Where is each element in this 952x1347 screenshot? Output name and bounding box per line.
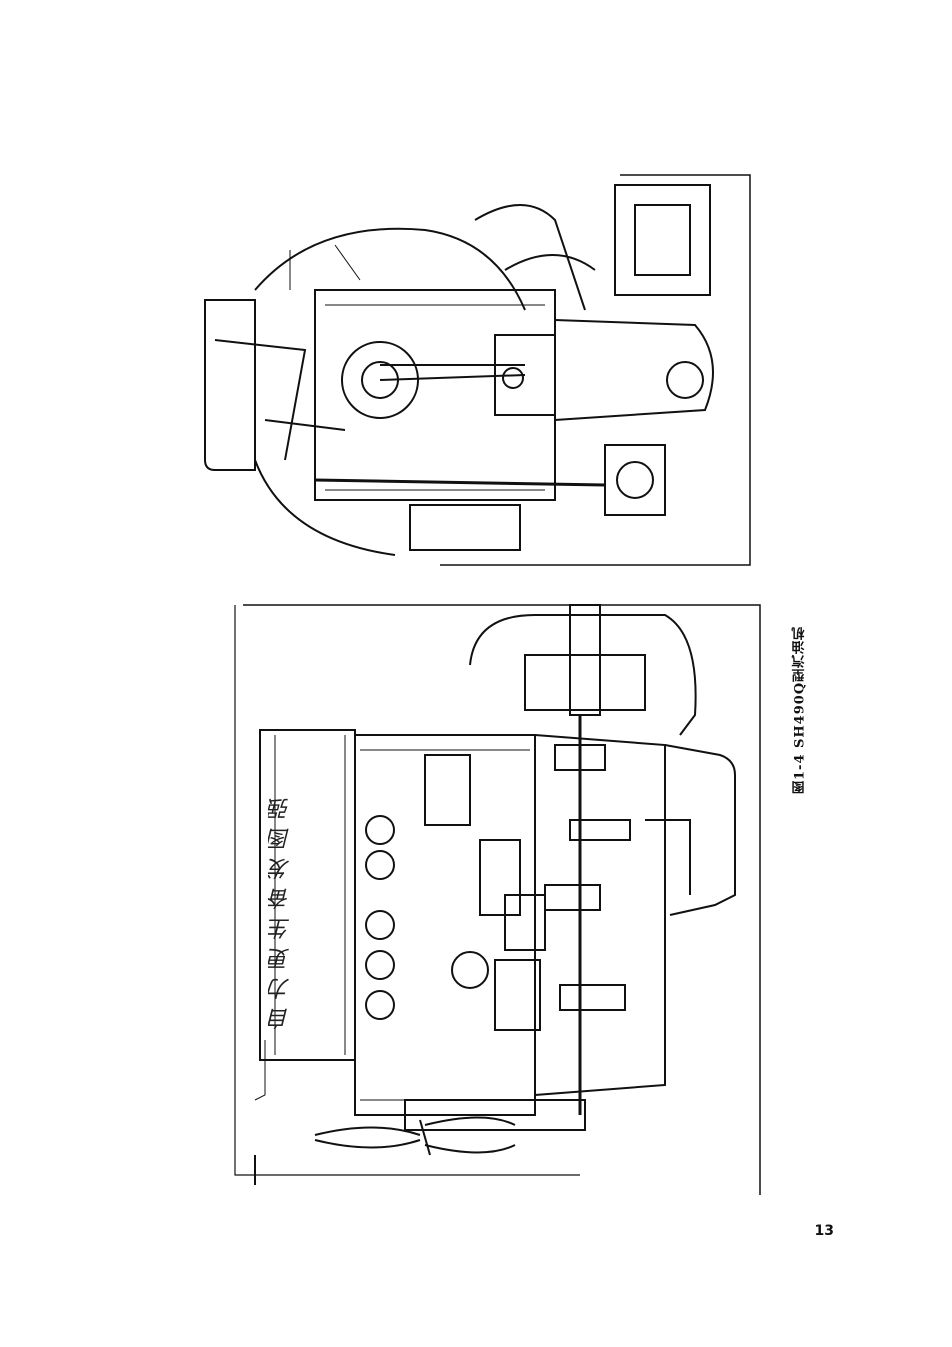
valve-cover-slogan: 自力更生奋发图强 bbox=[269, 790, 294, 1030]
page-number: 13 bbox=[814, 1223, 834, 1239]
cross-section-svg bbox=[204, 174, 751, 566]
figure-caption: 图1-4 SH490Q型汽油机 bbox=[792, 625, 808, 795]
engine-longitudinal-section-drawing bbox=[225, 595, 765, 1210]
engine-cross-section-drawing bbox=[195, 160, 775, 580]
longitudinal-section-svg bbox=[234, 604, 761, 1195]
